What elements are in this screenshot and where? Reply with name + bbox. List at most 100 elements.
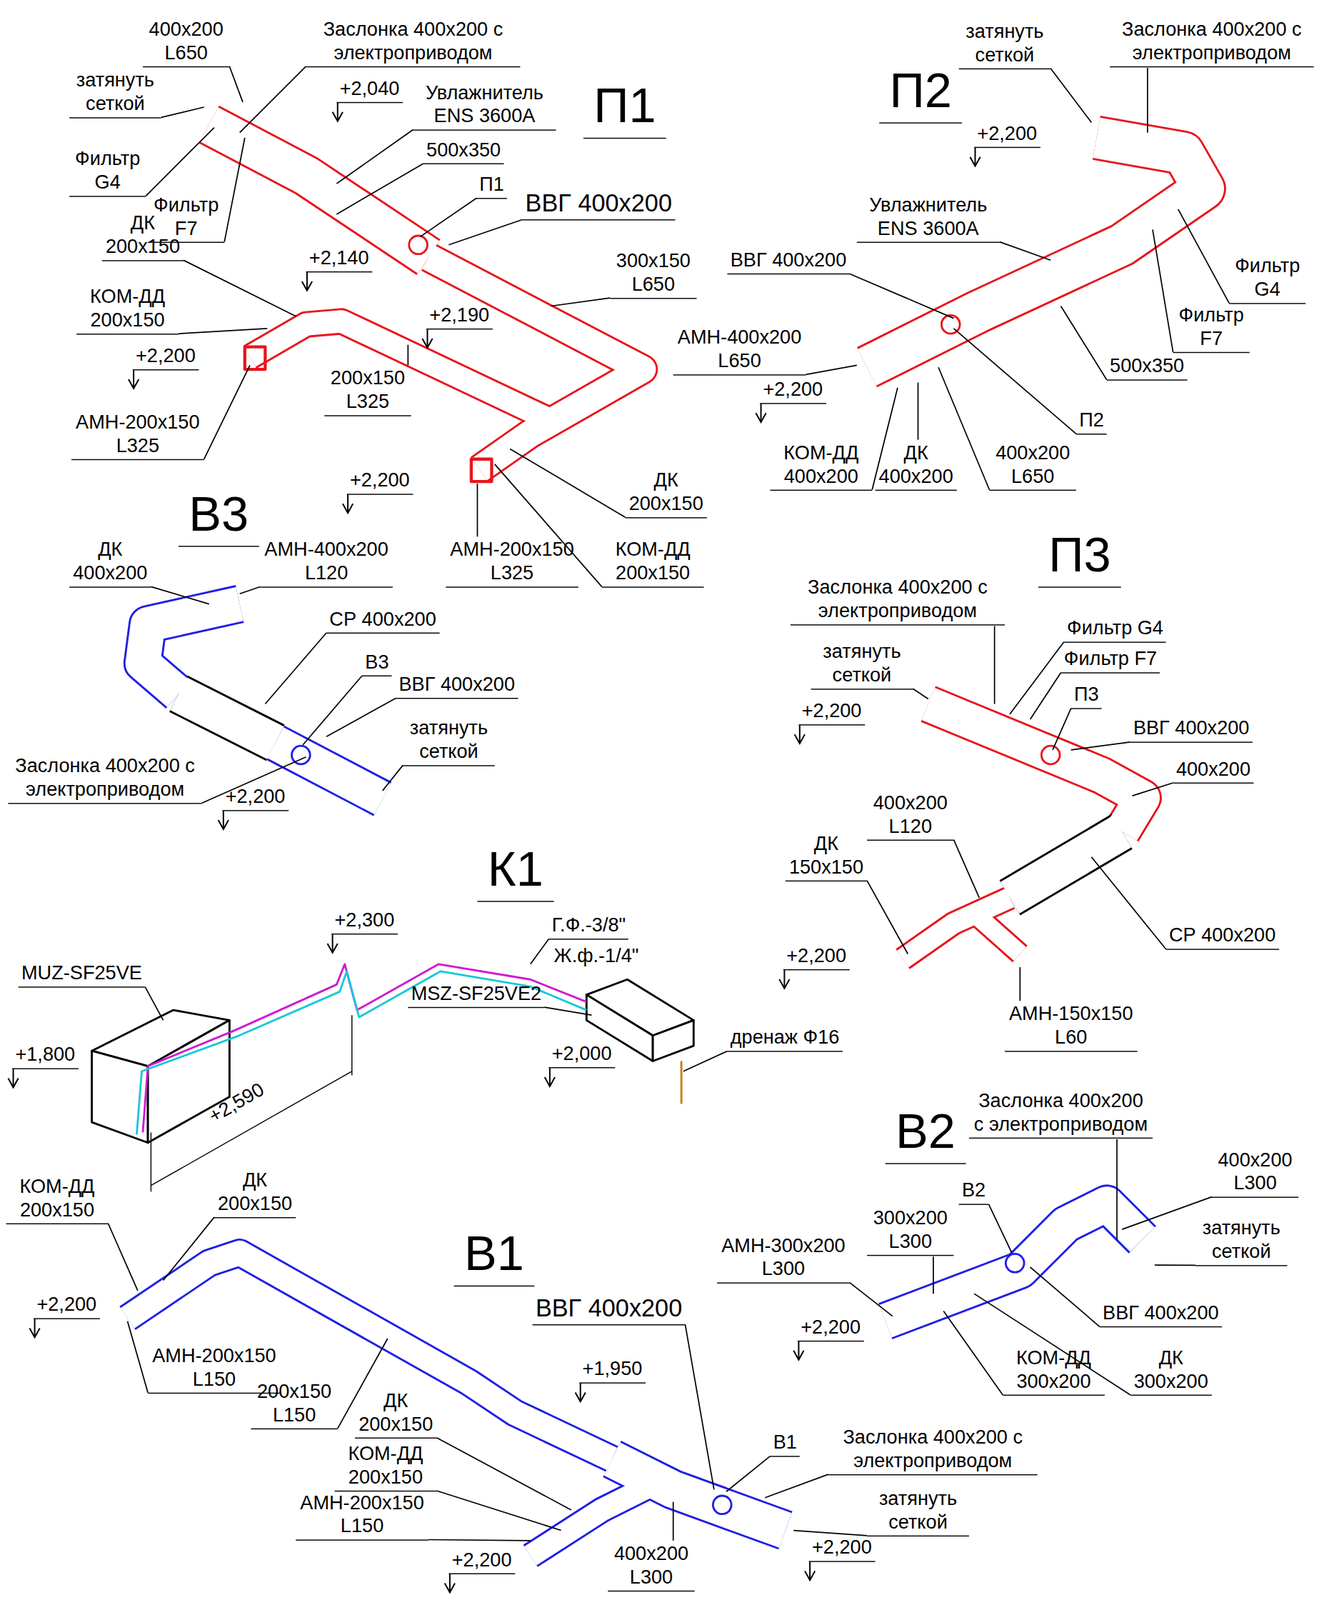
elevation-mark: +2,300 [331,909,398,935]
callout-label: ДК 300x200 [1130,1346,1212,1395]
leader-line [382,764,404,791]
callout-label: 400x200 [1173,757,1255,783]
leader-line [849,273,955,318]
elevation-mark: +2,200 [347,469,413,495]
leader-line [150,586,209,604]
leader-line [683,1051,727,1072]
callout-label: АМН-200x150 L150 [295,1491,429,1540]
leader-line [163,1216,215,1280]
leader-line [144,986,163,1021]
elevation-arrow [34,1319,36,1338]
callout-label: Фильтр F7 [1173,304,1250,353]
callout-label: Увлажнитель ENS 3600A [856,193,1000,243]
leader-line [436,1437,572,1510]
callout-label: СР 400x200 [326,607,440,633]
leader-line [448,219,523,245]
drawing-line [928,704,1143,832]
leader-line [419,198,477,238]
callout-label: АМН-300x200 L300 [716,1234,850,1283]
callout-label: ДК 150x150 [785,832,867,882]
elevation-arrow [760,403,762,423]
elevation-mark: +2,200 [798,699,865,725]
callout-label: 400x200 L300 [1211,1148,1299,1197]
drawing-line [974,912,1020,954]
elevation-arrowhead [444,1583,455,1593]
system-p3 [902,704,1143,960]
drawing-line [127,1252,613,1459]
elevation-arrow [12,1069,15,1088]
elevation-mark: +2,200 [783,944,850,970]
leader-line [912,688,928,699]
callout-label: 500x350 [1106,354,1188,380]
drawing-line [275,742,383,800]
elevation-arrow [579,1383,582,1402]
callout-label: Заслонка 400x200 с электроприводом [306,18,521,68]
leader-line [1178,209,1230,304]
callout-label: В1 [769,1431,800,1457]
elevation-arrow [337,102,339,122]
leader-line [239,586,261,594]
callout-label: СР 400x200 [1166,924,1280,950]
elevation-arrow [347,494,349,513]
drawing-line [712,1495,732,1514]
leader-line [988,1204,1012,1253]
leader-line [932,1256,935,1294]
leader-line [224,137,245,243]
leader-line [107,1223,138,1291]
callout-label: затянуть сеткой [402,716,495,766]
callout-label: КОМ-ДД 200x150 [602,538,705,588]
drawing-line [275,742,383,800]
leader-line [849,1282,893,1317]
callout-label: затянуть сеткой [866,1487,970,1537]
elevation-arrowhead [218,819,229,830]
callout-label: Фильтр G4 [1229,254,1306,304]
leader-line [994,625,996,704]
drawing-line [136,971,587,1135]
leader-line [1121,1196,1212,1230]
leader-line [1131,782,1173,796]
leader-line [672,1501,675,1541]
drawing-line [471,459,493,482]
leader-line [204,364,250,460]
callout-label: В2 [959,1179,990,1205]
leader-line [428,1539,531,1541]
callout-label: Заслонка 400x200 с электроприводом [969,1089,1153,1138]
callout-label: ВВГ 400x200 [1130,716,1253,742]
drawing-line [209,124,429,258]
callout-label: 200x150 L325 [324,367,411,416]
leader-line [1152,229,1174,353]
leader-line [866,880,908,955]
elevation-arrowhead [575,1391,586,1402]
elevation-mark: +2,200 [974,122,1040,148]
elevation-mark: +2,040 [336,77,403,103]
callout-label: В3 [362,650,393,676]
elevation-arrowhead [794,734,805,744]
system-title: П3 [1038,528,1122,588]
callout-label: затянуть сеткой [69,69,162,118]
elevation-arrow [306,272,308,291]
system-p2 [866,137,1204,368]
leader-line [1060,306,1107,380]
leader-line [1116,1139,1118,1240]
leader-line [302,675,363,745]
system-title: В2 [885,1104,966,1165]
drawing-line [351,1014,353,1075]
elevation-arrow [332,934,334,953]
drawing-line [866,137,1204,368]
callout-label: КОМ-ДД 200x150 [6,1174,109,1224]
callout-label: КОМ-ДД 200x150 [76,285,179,335]
elevation-mark: +2,000 [548,1042,615,1068]
leader-line [239,66,307,133]
callout-label: Г.Ф.-3/8" [548,914,629,940]
leader-line [943,1310,1003,1394]
leader-line [477,483,479,537]
drawing-line [428,257,643,470]
elevation-arrowhead [327,943,338,953]
callout-label: Фильтр G4 [69,147,146,197]
elevation-arrowhead [302,281,313,291]
elevation-arrowhead [969,157,980,167]
drawing-line [209,124,429,258]
elevation-arrow [222,810,225,830]
drawing-line [409,235,428,255]
callout-label: П3 [1071,683,1102,709]
